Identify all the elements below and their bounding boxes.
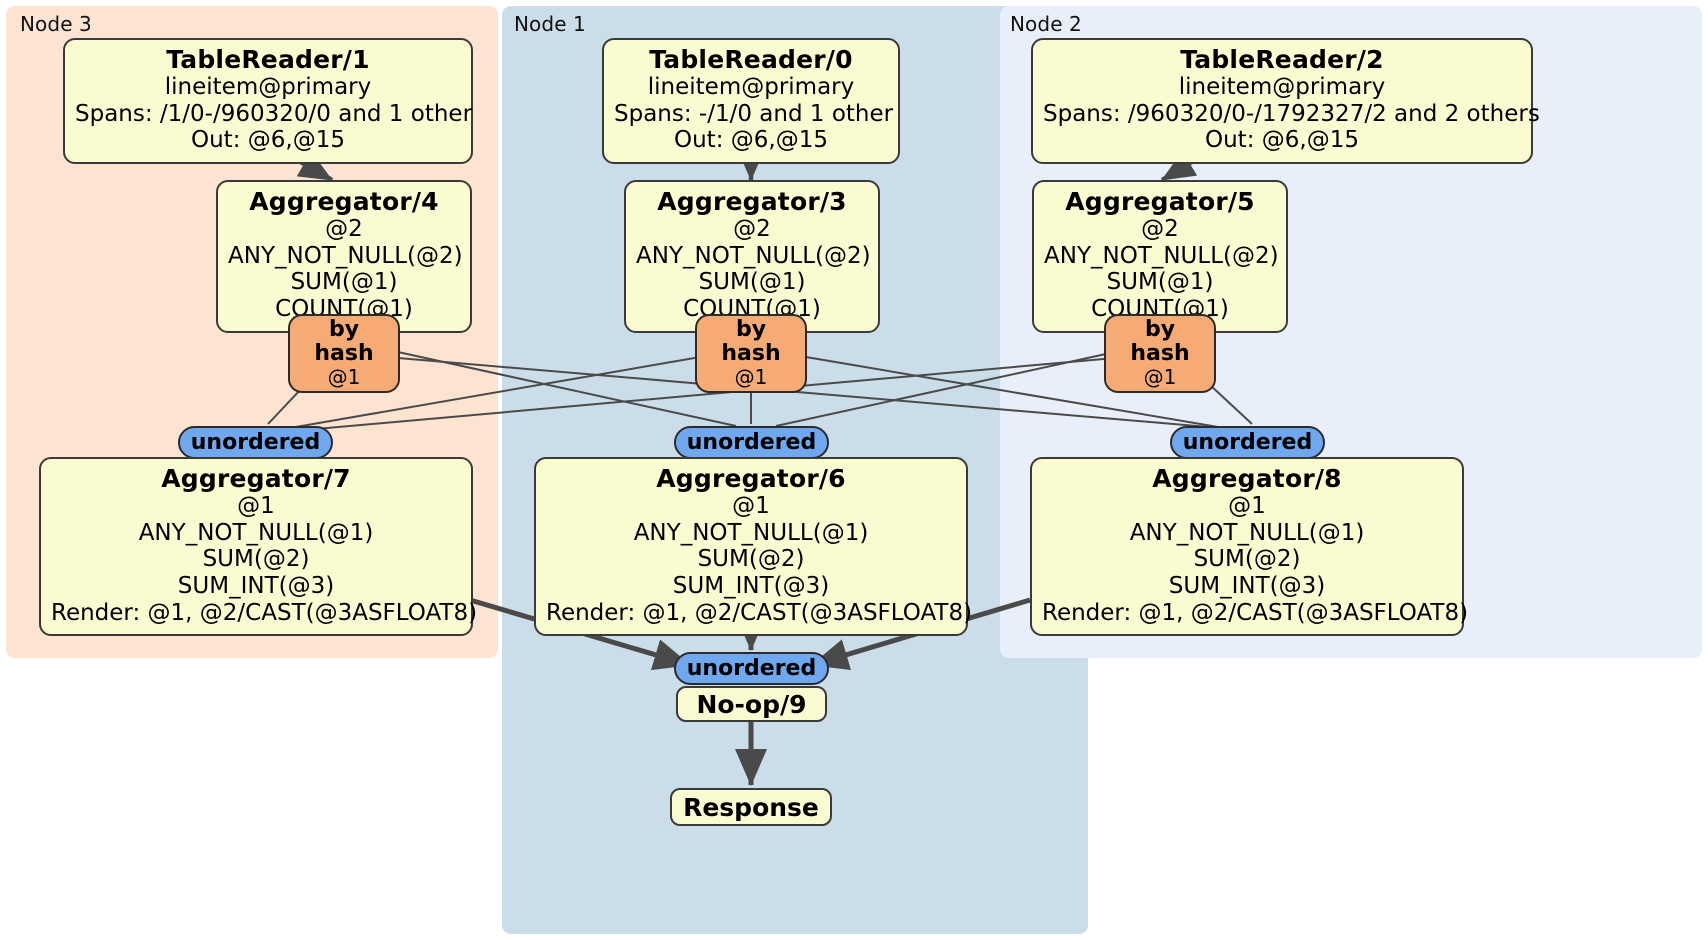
processor-line: @1 <box>1228 493 1266 519</box>
processor-title: Aggregator/6 <box>656 464 846 493</box>
processor-line: Spans: /1/0-/960320/0 and 1 other <box>75 100 473 127</box>
processor-line: Out: @6,@15 <box>191 127 345 154</box>
processor-line: SUM_INT(@3) <box>672 573 830 600</box>
processor-line: lineitem@primary <box>1178 74 1386 100</box>
processor-line: @1 <box>732 493 770 519</box>
processor-line: ANY_NOT_NULL(@2) <box>636 242 871 269</box>
processor-line: ANY_NOT_NULL(@1) <box>633 519 869 546</box>
processor-line: SUM(@2) <box>202 546 310 573</box>
processor-title: TableReader/1 <box>166 45 370 74</box>
processor-line: SUM(@1) <box>1106 269 1214 296</box>
processor-line: SUM_INT(@3) <box>1168 573 1326 600</box>
processor-line: @2 <box>733 216 771 242</box>
processor-title: Aggregator/7 <box>161 464 351 493</box>
processor-line: Out: @6,@15 <box>674 127 828 154</box>
processor-line: lineitem@primary <box>647 74 855 100</box>
processor-render-line: Render: @1, @2/CAST(@3ASFLOAT8) <box>1042 599 1469 626</box>
processor-line: @1 <box>237 493 275 519</box>
node-panel-label-node2: Node 2 <box>1010 12 1082 36</box>
router-column: @1 <box>734 365 768 390</box>
processor-title: Aggregator/4 <box>249 187 439 216</box>
router-unordered-left[interactable]: unordered <box>178 426 333 459</box>
processor-render-line: Render: @1, @2/CAST(@3ASFLOAT8) <box>546 599 973 626</box>
processor-response[interactable]: Response <box>670 788 832 826</box>
processor-title: Aggregator/8 <box>1152 464 1342 493</box>
processor-line: SUM(@2) <box>1193 546 1301 573</box>
router-label: unordered <box>190 429 321 455</box>
processor-aggregator4[interactable]: Aggregator/4 @2 ANY_NOT_NULL(@2) SUM(@1)… <box>216 180 472 333</box>
processor-line: SUM(@1) <box>698 269 806 296</box>
processor-aggregator8[interactable]: Aggregator/8 @1 ANY_NOT_NULL(@1) SUM(@2)… <box>1030 457 1469 637</box>
router-hash-mid[interactable]: by hash @1 <box>695 314 807 394</box>
processor-noop9[interactable]: No-op/9 <box>676 686 827 722</box>
processor-aggregator6[interactable]: Aggregator/6 @1 ANY_NOT_NULL(@1) SUM(@2)… <box>534 457 973 637</box>
router-label: unordered <box>1182 429 1313 455</box>
processor-render-line: Render: @1, @2/CAST(@3ASFLOAT8) <box>51 599 478 626</box>
processor-title: Aggregator/3 <box>657 187 847 216</box>
processor-aggregator3[interactable]: Aggregator/3 @2 ANY_NOT_NULL(@2) SUM(@1)… <box>624 180 880 333</box>
router-hash-left[interactable]: by hash @1 <box>288 314 400 394</box>
processor-tablereader0[interactable]: TableReader/0 lineitem@primary Spans: -/… <box>602 38 900 165</box>
router-label: unordered <box>686 429 817 455</box>
router-unordered-mid[interactable]: unordered <box>674 426 829 459</box>
router-unordered-right[interactable]: unordered <box>1170 426 1325 459</box>
processor-line: ANY_NOT_NULL(@2) <box>1044 242 1279 269</box>
processor-line: ANY_NOT_NULL(@1) <box>1129 519 1365 546</box>
router-label: by hash <box>1130 317 1190 367</box>
processor-title: TableReader/0 <box>649 45 853 74</box>
router-label: unordered <box>686 655 817 681</box>
processor-title: TableReader/2 <box>1180 45 1384 74</box>
node-panel-label-node3: Node 3 <box>20 12 92 36</box>
processor-line: lineitem@primary <box>164 74 372 100</box>
router-column: @1 <box>327 365 361 390</box>
router-label: by hash <box>721 317 781 367</box>
processor-aggregator5[interactable]: Aggregator/5 @2 ANY_NOT_NULL(@2) SUM(@1)… <box>1032 180 1288 333</box>
processor-title: Aggregator/5 <box>1065 187 1255 216</box>
router-hash-right[interactable]: by hash @1 <box>1104 314 1216 394</box>
router-column: @1 <box>1143 365 1177 390</box>
processor-title: No-op/9 <box>696 689 807 719</box>
processor-line: @2 <box>1141 216 1179 242</box>
processor-line: SUM(@1) <box>290 269 398 296</box>
processor-line: ANY_NOT_NULL(@1) <box>138 519 374 546</box>
processor-tablereader1[interactable]: TableReader/1 lineitem@primary Spans: /1… <box>63 38 473 165</box>
router-unordered-final[interactable]: unordered <box>674 652 829 685</box>
processor-tablereader2[interactable]: TableReader/2 lineitem@primary Spans: /9… <box>1031 38 1540 165</box>
processor-line: @2 <box>325 216 363 242</box>
processor-title: Response <box>683 792 819 822</box>
processor-line: ANY_NOT_NULL(@2) <box>228 242 463 269</box>
processor-line: Spans: /960320/0-/1792327/2 and 2 others <box>1043 100 1540 127</box>
processor-line: SUM(@2) <box>697 546 805 573</box>
processor-line: SUM_INT(@3) <box>177 573 335 600</box>
processor-aggregator7[interactable]: Aggregator/7 @1 ANY_NOT_NULL(@1) SUM(@2)… <box>39 457 478 637</box>
router-label: by hash <box>314 317 374 367</box>
processor-line: Out: @6,@15 <box>1205 127 1359 154</box>
processor-line: Spans: -/1/0 and 1 other <box>614 100 894 127</box>
node-panel-label-node1: Node 1 <box>514 12 586 36</box>
